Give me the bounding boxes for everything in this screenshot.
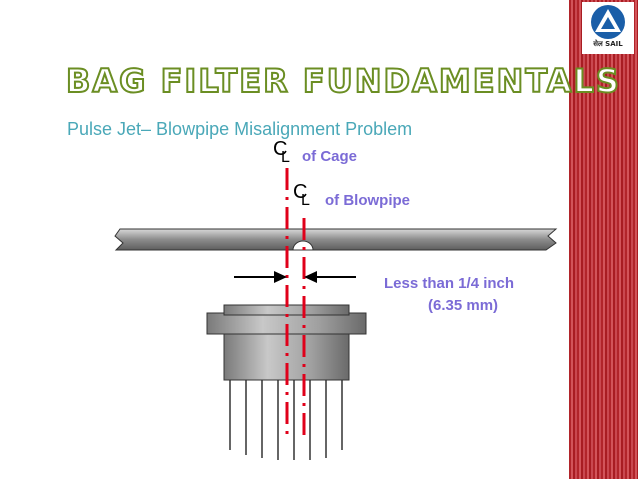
logo-text: सेल SAIL xyxy=(593,40,623,48)
slide-subtitle: Pulse Jet– Blowpipe Misalignment Problem xyxy=(67,119,413,139)
slide-title: BAG FILTER FUNDAMENTALS xyxy=(65,61,621,101)
blowpipe-label: of Blowpipe xyxy=(325,192,410,209)
gap-note-line2: (6.35 mm) xyxy=(428,297,499,314)
nozzle-hole xyxy=(292,240,314,251)
sail-logo-icon: सेल SAIL xyxy=(582,2,634,54)
gap-arrows xyxy=(234,271,356,283)
blowpipe xyxy=(114,228,558,251)
cage-wires xyxy=(229,380,343,460)
decorative-stripe xyxy=(569,0,638,479)
gap-note-line1: Less than 1/4 inch xyxy=(384,275,515,292)
gap-note: Less than 1/4 inch (6.35 mm) xyxy=(384,273,574,317)
cage-label: of Cage xyxy=(302,148,358,165)
